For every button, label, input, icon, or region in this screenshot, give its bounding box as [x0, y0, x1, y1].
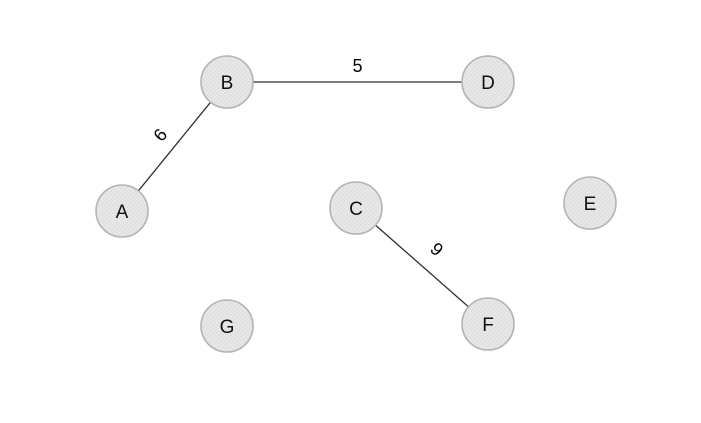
edge-A-B	[138, 102, 211, 191]
edges-layer: 5 6 9	[138, 56, 469, 307]
node-circle-D	[461, 55, 515, 109]
node-C: C	[329, 181, 383, 235]
node-F: F	[461, 297, 515, 351]
node-label-A: A	[116, 202, 129, 223]
node-circle-E	[563, 176, 617, 230]
node-E: E	[563, 176, 617, 230]
node-label-E: E	[584, 194, 597, 215]
node-label-F: F	[482, 315, 494, 336]
node-G: G	[200, 299, 254, 353]
node-circle-G	[200, 299, 254, 353]
edge-C-F	[375, 225, 469, 307]
node-label-B: B	[221, 73, 234, 94]
node-label-C: C	[349, 199, 363, 220]
node-D: D	[461, 55, 515, 109]
node-circle-F	[461, 297, 515, 351]
node-B: B	[200, 55, 254, 109]
node-label-D: D	[481, 73, 495, 94]
node-label-G: G	[220, 317, 235, 338]
node-circle-C	[329, 181, 383, 235]
node-A: A	[95, 184, 149, 238]
nodes-layer: A B C D E F G	[95, 55, 617, 353]
edge-weight-A-B: 6	[149, 125, 171, 145]
edge-weight-B-D: 5	[352, 56, 362, 76]
edge-weight-C-F: 9	[426, 238, 447, 260]
node-circle-B	[200, 55, 254, 109]
node-circle-A	[95, 184, 149, 238]
